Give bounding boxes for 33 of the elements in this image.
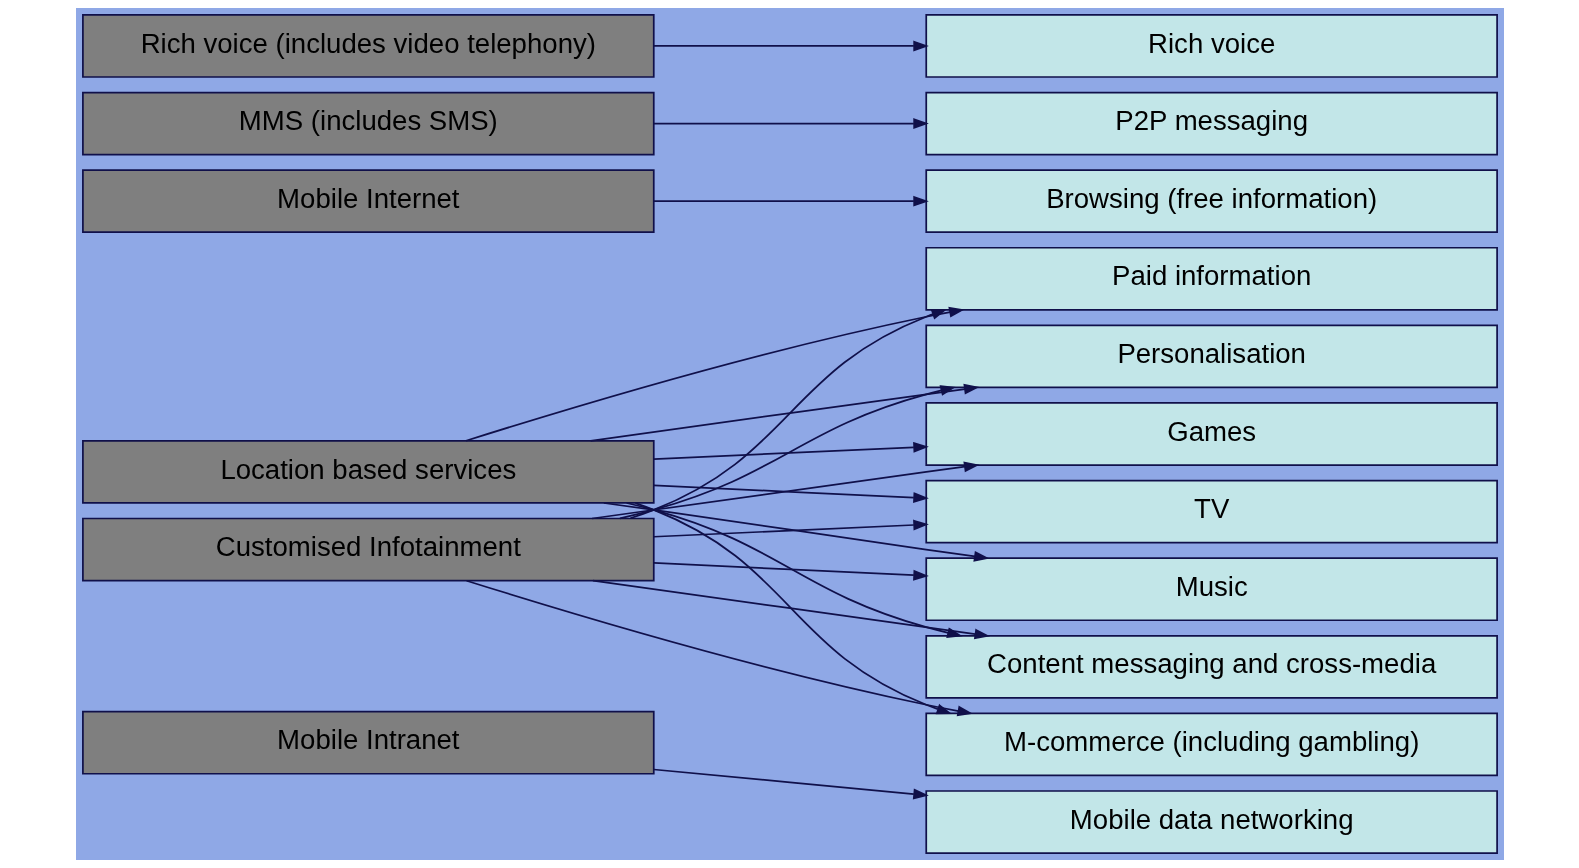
arrow xyxy=(652,118,929,129)
arrow xyxy=(652,484,929,504)
arrow xyxy=(625,502,963,639)
arrow xyxy=(652,562,929,581)
arrow xyxy=(589,383,979,442)
node-box: Mobile data networking xyxy=(924,790,1498,854)
arrow xyxy=(629,309,947,520)
arrow xyxy=(652,195,929,207)
node-box: Personalisation xyxy=(924,324,1498,389)
node-box: Mobile Internet xyxy=(81,169,655,234)
node-box: Mobile Intranet xyxy=(81,710,655,775)
arrow xyxy=(652,519,929,538)
node-box: Customised Infotainment xyxy=(81,517,655,582)
arrow xyxy=(464,306,965,442)
node-box: Location based services xyxy=(81,440,655,504)
arrow xyxy=(591,579,990,640)
node-box: Music xyxy=(924,557,1498,622)
node-box: Browsing (free information) xyxy=(924,169,1498,234)
node-box: Paid information xyxy=(924,246,1498,311)
node-box: Games xyxy=(924,402,1498,466)
arrow xyxy=(652,40,929,52)
node-box: MMS (includes SMS) xyxy=(81,91,655,156)
node-box: M-commerce (including gambling) xyxy=(924,712,1498,777)
node-box: TV xyxy=(924,479,1498,544)
arrow xyxy=(590,461,979,520)
arrow xyxy=(618,385,956,520)
node-box: P2P messaging xyxy=(924,91,1498,156)
arrow xyxy=(652,441,929,460)
node-box: Rich voice (includes video telephony) xyxy=(81,14,655,78)
node-box: Rich voice xyxy=(924,14,1498,78)
arrow xyxy=(602,502,989,562)
arrow xyxy=(652,768,929,800)
node-box: Content messaging and cross-media xyxy=(924,634,1498,699)
